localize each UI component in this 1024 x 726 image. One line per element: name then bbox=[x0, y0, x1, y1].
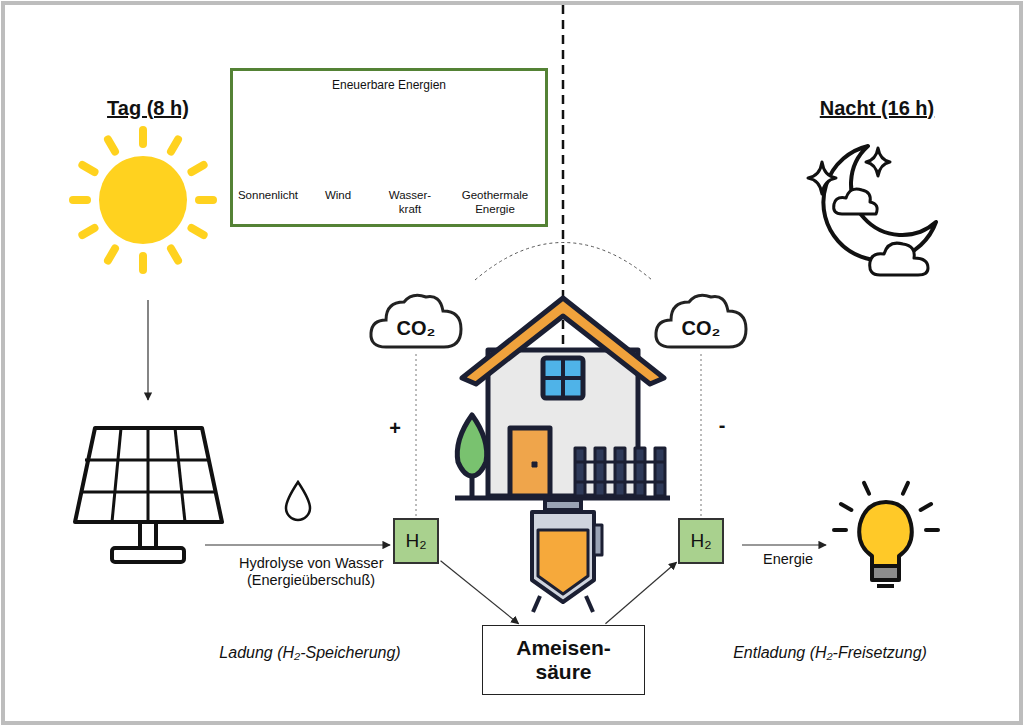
node-text: H₂ bbox=[690, 530, 711, 552]
co2-cloud: CO₂ bbox=[366, 290, 466, 352]
co2-cloud: CO₂ bbox=[651, 290, 751, 352]
node-text: Eneuerbare Energien bbox=[332, 79, 446, 93]
node-text: H₂ bbox=[405, 530, 426, 552]
sun-ray bbox=[199, 196, 213, 204]
flow-arrow bbox=[605, 562, 676, 623]
sun-ray bbox=[108, 139, 115, 151]
light-ray bbox=[926, 528, 938, 532]
light-ray bbox=[864, 483, 869, 494]
day-heading: Tag (8 h) bbox=[68, 96, 228, 120]
sun-ray bbox=[73, 196, 87, 204]
hydrogen-box: H₂ bbox=[678, 518, 724, 564]
sun-ray bbox=[171, 139, 178, 151]
sun-ray bbox=[82, 165, 94, 172]
node-text: Ameisen- säure bbox=[506, 636, 621, 684]
icon-label: Wind bbox=[313, 189, 363, 203]
light-ray bbox=[834, 528, 846, 532]
sun-icon bbox=[73, 130, 213, 270]
energy-arrow bbox=[742, 544, 826, 545]
cloud-shape bbox=[371, 295, 461, 347]
dotted-link bbox=[416, 354, 417, 516]
light-ray bbox=[841, 504, 851, 510]
sun-ray bbox=[171, 248, 178, 260]
plus-sign: + bbox=[383, 416, 407, 440]
flow-arrow bbox=[441, 561, 519, 624]
sun-ray bbox=[139, 256, 147, 270]
storage-tank bbox=[532, 500, 602, 612]
sun-ray bbox=[139, 130, 147, 144]
phase-label: Entladung (H₂-Freisetzung) bbox=[695, 643, 965, 662]
light-bulb bbox=[834, 483, 938, 586]
icon-label: Sonnenlicht bbox=[230, 189, 306, 203]
process-label: Hydrolyse von Wasser (Energieüberschuß) bbox=[236, 555, 386, 590]
arrow-label: Energie bbox=[753, 551, 823, 568]
icon-label: Geothermale Energie bbox=[456, 189, 534, 217]
label-patch: Hydrolyse von Wasser (Energieüberschuß) bbox=[236, 555, 387, 588]
minus-sign: - bbox=[710, 413, 734, 437]
cloud-shape bbox=[656, 295, 746, 347]
sun-ray bbox=[191, 165, 203, 172]
node-text: CO₂ bbox=[682, 317, 721, 340]
phase-label: Ladung (H₂-Speicherung) bbox=[180, 643, 440, 662]
hydrolysis-arrow bbox=[205, 544, 390, 545]
water-drop bbox=[286, 482, 310, 520]
solar-panel bbox=[75, 428, 222, 562]
sun-ray bbox=[191, 228, 203, 235]
day-night-divider bbox=[562, 5, 565, 345]
dotted-link bbox=[701, 354, 702, 516]
night-icon bbox=[808, 146, 936, 275]
sun-ray bbox=[108, 248, 115, 260]
formic-acid-box: Ameisen- säure bbox=[482, 625, 645, 695]
hydrogen-box: H₂ bbox=[393, 518, 439, 564]
sun-ray bbox=[82, 228, 94, 235]
page-frame bbox=[3, 3, 1021, 723]
node-text: CO₂ bbox=[397, 317, 436, 340]
light-ray bbox=[921, 504, 931, 510]
sun-arrow bbox=[147, 300, 148, 400]
night-heading: Nacht (16 h) bbox=[787, 96, 967, 120]
house-arc bbox=[475, 243, 652, 281]
house-icon bbox=[455, 298, 670, 498]
icon-label: Wasser- kraft bbox=[382, 189, 438, 217]
light-ray bbox=[903, 483, 908, 494]
